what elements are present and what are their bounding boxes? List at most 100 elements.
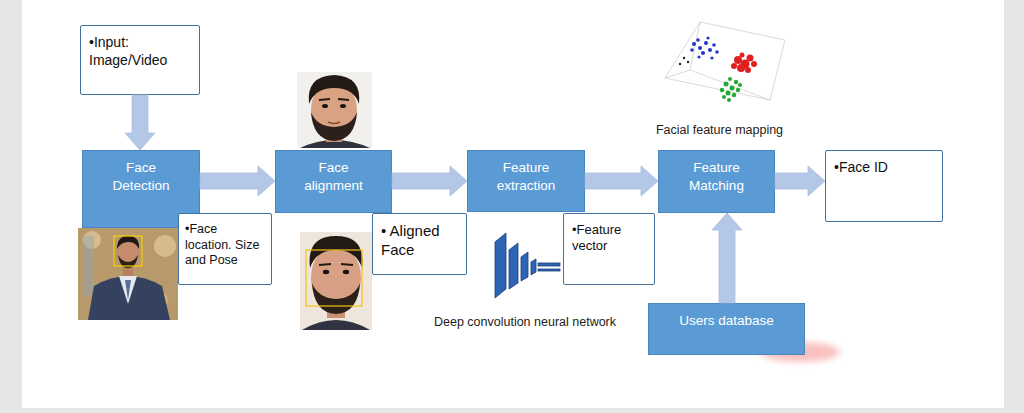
scatter-plot: [722, 95, 726, 99]
io-box: • Aligned Face: [372, 213, 467, 275]
face-photo: [309, 75, 360, 104]
node-text: •Face ID: [834, 159, 936, 177]
slide-background: [22, 0, 1004, 408]
block-arrow: [200, 166, 275, 196]
scatter-plot: [730, 86, 735, 91]
scatter-plot: [726, 91, 731, 96]
scatter-plot: [712, 43, 716, 47]
node-text: Feature Matching: [679, 159, 754, 194]
node-text: Face alignment: [296, 159, 371, 194]
scatter-plot: [710, 56, 713, 59]
face-photo: [340, 104, 346, 108]
scatter-plot: [715, 50, 719, 54]
face-photo: [319, 264, 331, 265]
face-photo: [328, 122, 340, 124]
scatter-plot: [701, 51, 705, 55]
scatter-plot: [679, 57, 689, 65]
process-box: Face alignment: [275, 150, 392, 213]
person-photo: [125, 280, 131, 300]
scatter-plot: [731, 63, 737, 69]
scatter-plot: [727, 98, 731, 102]
scatter-plot: [696, 38, 700, 42]
scatter-plot: [737, 64, 745, 72]
person-photo: [84, 236, 94, 296]
block-arrow: [712, 213, 742, 303]
person-photo: [119, 276, 137, 304]
scatter-plot: [679, 63, 681, 65]
scatter-plot: [728, 77, 732, 81]
scatter-plot: [665, 70, 690, 78]
scatter-plot: [720, 77, 742, 102]
person-photo: [154, 235, 176, 257]
scatter-plot: [665, 22, 785, 102]
cnn-icon: [538, 263, 560, 266]
scatter-plot: [724, 82, 729, 87]
scatter-plot: [692, 42, 696, 46]
scatter-plot: [687, 61, 689, 63]
face-photo: [338, 99, 349, 100]
scatter-plot: [665, 22, 785, 100]
caption-label: Deep convolution neural network: [415, 315, 635, 329]
caption-label: Facial feature mapping: [637, 123, 802, 137]
io-box: •Input: Image/Video: [80, 25, 200, 95]
io-box: •Face location. Size and Pose: [178, 213, 272, 285]
person-photo: [78, 228, 178, 320]
face-photo: [323, 270, 329, 274]
face-photo: [341, 264, 353, 265]
scatter-plot: [751, 61, 757, 67]
face-photo: [302, 320, 370, 330]
face-photo: [297, 72, 372, 148]
face-photo: [300, 232, 372, 330]
scatter-plot: [698, 46, 702, 50]
block-arrow: [585, 166, 658, 196]
scatter-plot: [690, 36, 719, 59]
block-arrow: [775, 166, 825, 196]
person-photo: [114, 236, 142, 266]
node-text: •Face location. Size and Pose: [185, 222, 267, 269]
scatter-plot: [708, 48, 712, 52]
scatter-plot: [732, 93, 736, 97]
face-photo: [306, 250, 362, 306]
face-photo: [300, 232, 372, 330]
block-arrow: [392, 166, 467, 196]
scatter-plot: [665, 22, 785, 100]
io-box: •Face ID: [825, 150, 943, 222]
face-photo: [343, 270, 349, 274]
cnn-icon: [495, 233, 506, 298]
node-text: Users database: [669, 312, 784, 330]
face-photo: [312, 283, 360, 314]
scatter-plot: [747, 55, 754, 62]
node-text: •Feature vector: [572, 222, 648, 255]
face-photo: [311, 112, 357, 141]
person-photo: [78, 228, 178, 320]
scatter-plot: [720, 88, 724, 92]
scatter-plot: [706, 36, 709, 39]
scatter-plot: [740, 53, 745, 58]
person-photo: [117, 236, 139, 249]
io-box: •Feature vector: [563, 213, 655, 285]
node-text: Feature extraction: [488, 159, 564, 194]
scatter-plot: [736, 88, 740, 92]
scatter-plot: [683, 57, 685, 59]
process-box: Feature extraction: [467, 150, 585, 212]
cnn-icon: [538, 269, 560, 271]
scatter-plot: [731, 53, 757, 74]
cnn-icon: [521, 252, 528, 281]
face-photo: [322, 104, 328, 108]
scatter-plot: [690, 70, 770, 100]
node-text: Face Detection: [103, 159, 179, 194]
cnn-icon: [531, 259, 536, 275]
person-photo: [88, 276, 170, 320]
scatter-plot: [704, 41, 708, 45]
scatter-plot: [690, 22, 700, 70]
process-box: Feature Matching: [658, 150, 775, 213]
node-text: • Aligned Face: [381, 222, 460, 260]
face-photo: [319, 99, 330, 100]
face-photo: [310, 236, 363, 268]
scatter-plot: [738, 83, 742, 87]
process-box: Users database: [648, 303, 805, 355]
scatter-plot: [745, 67, 751, 73]
